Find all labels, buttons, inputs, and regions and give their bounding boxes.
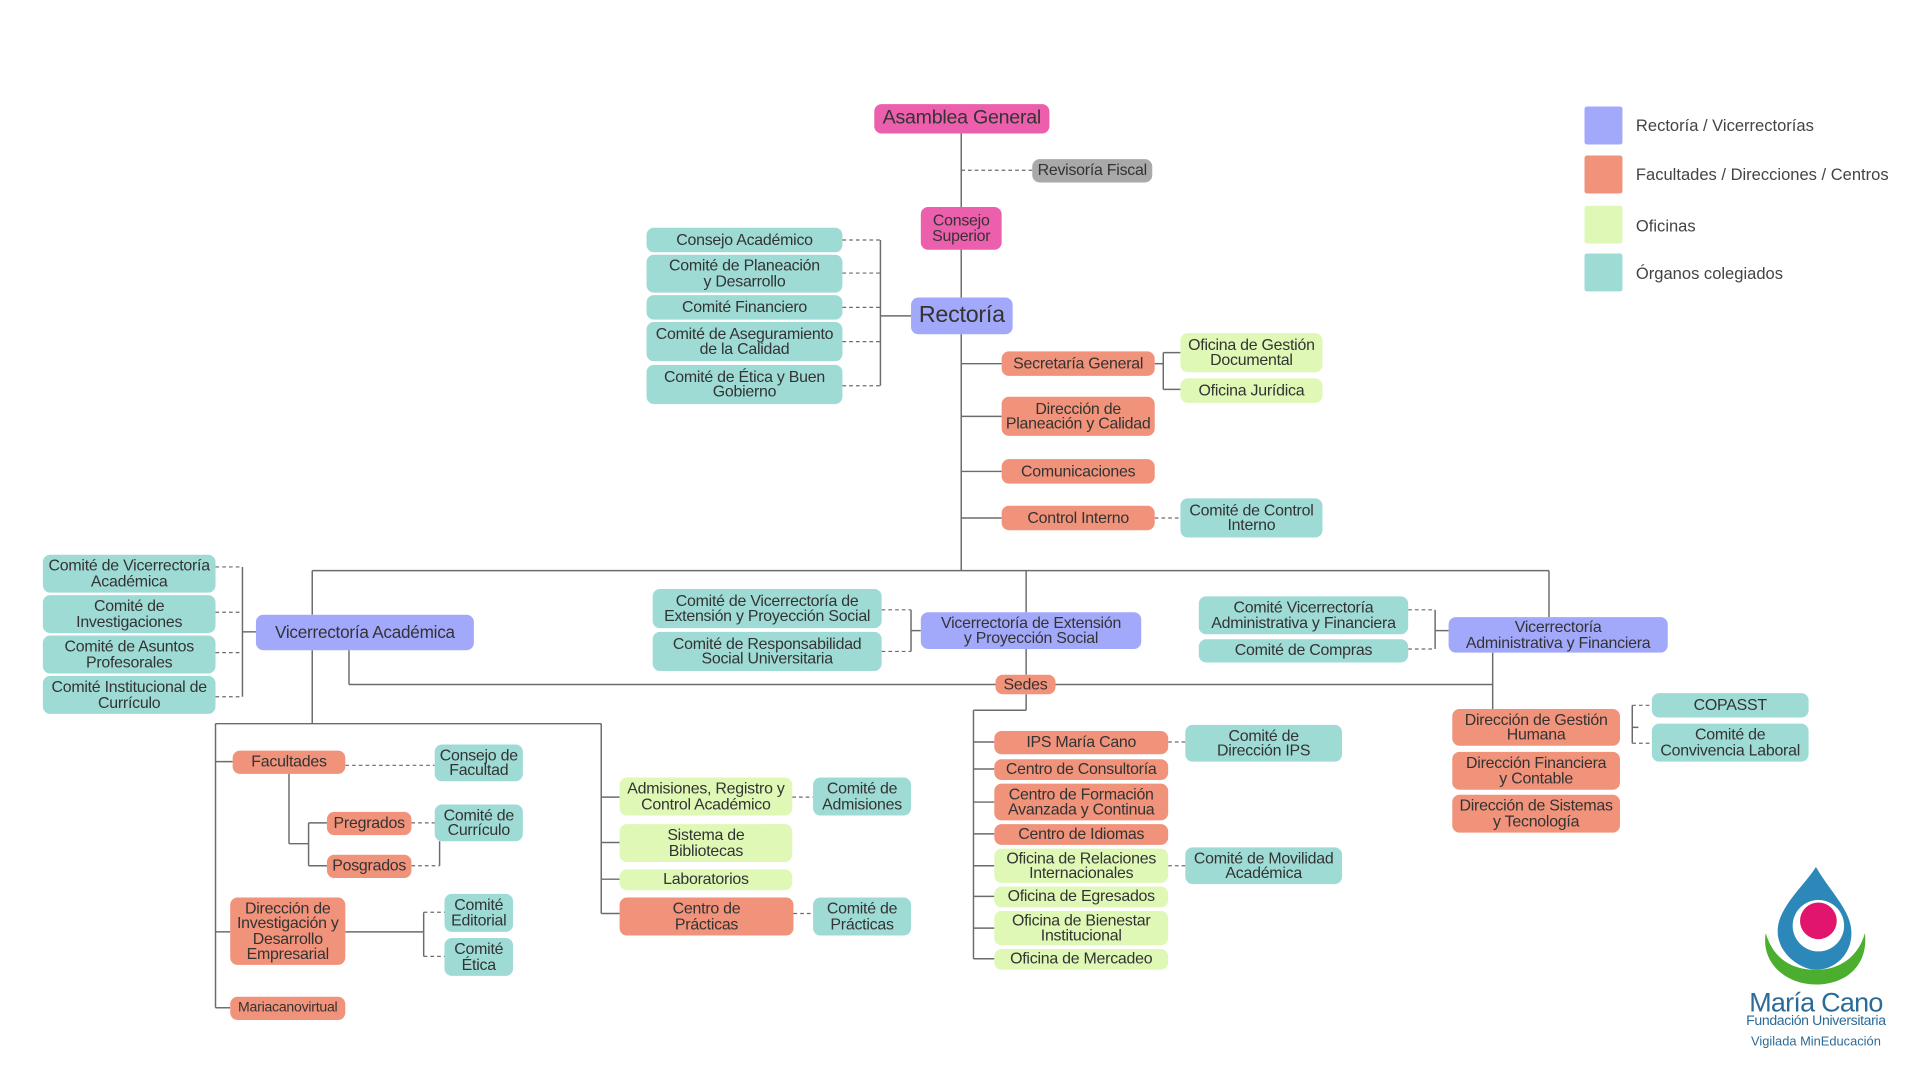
legend-label-rectoria: Rectoría / Vicerrectorías xyxy=(1635,116,1814,135)
copasst: COPASST xyxy=(1651,693,1809,718)
comite-direccion-ips: Comité de Dirección IPS xyxy=(1185,724,1343,762)
comite-admisiones: Comité de Admisiones xyxy=(813,777,912,816)
comite-asuntos-profesorales: Comité de Asuntos Profesorales xyxy=(42,635,216,674)
rectoria: Rectoría xyxy=(911,297,1013,335)
comite-convivencia-laboral: Comité de Convivencia Laboral xyxy=(1651,723,1809,762)
legend-label-oficinas: Oficinas xyxy=(1635,216,1696,236)
consejo-academico: Consejo Académico xyxy=(646,227,843,253)
logo-tagline: Vigilada MinEducación xyxy=(1750,1034,1881,1050)
legend-swatch-facultades xyxy=(1584,155,1623,194)
comite-curriculo: Comité de Currículo xyxy=(434,804,523,842)
direccion-investigacion: Dirección de Investigación y Desarrollo … xyxy=(230,897,346,965)
oficina-gestion-documental: Oficina de Gestión Documental xyxy=(1180,333,1323,373)
logo-subtitle: Fundación Universitaria xyxy=(1746,1013,1886,1029)
consejo-facultad: Consejo de Facultad xyxy=(434,744,523,782)
oficina-juridica: Oficina Jurídica xyxy=(1180,378,1323,403)
direccion-gestion-humana: Dirección de Gestión Humana xyxy=(1452,708,1621,746)
comite-movilidad-academica: Comité de Movilidad Académica xyxy=(1185,847,1343,885)
admisiones-registro: Admisiones, Registro y Control Académico xyxy=(619,777,793,816)
comite-responsabilidad-social: Comité de Responsabilidad Social Univers… xyxy=(652,631,882,672)
comite-editorial: Comité Editorial xyxy=(444,893,514,932)
comite-compras: Comité de Compras xyxy=(1198,639,1409,663)
comite-vicerrectoria-extension: Comité de Vicerrectoría de Extensión y P… xyxy=(652,588,882,629)
centro-practicas: Centro de Prácticas xyxy=(619,897,794,936)
comite-vicerrectoria-administrativa: Comité Vicerrectoría Administrativa y Fi… xyxy=(1198,596,1409,635)
legend-swatch-organos xyxy=(1584,253,1623,292)
legend-label-organos: Órganos colegiados xyxy=(1635,264,1783,283)
pregrados: Pregrados xyxy=(326,811,412,836)
consejo-superior: Consejo Superior xyxy=(920,206,1002,250)
logo-name: María Cano xyxy=(1749,986,1883,1018)
oficina-bienestar-institucional: Oficina de Bienestar Institucional xyxy=(994,911,1169,946)
centro-consultoria: Centro de Consultoría xyxy=(994,759,1169,781)
comite-control-interno: Comité de Control Interno xyxy=(1180,498,1323,538)
asamblea-general: Asamblea General xyxy=(874,104,1050,134)
facultades: Facultades xyxy=(232,750,346,774)
comite-investigaciones: Comité de Investigaciones xyxy=(42,595,216,634)
control-interno: Control Interno xyxy=(1001,505,1155,531)
legend-swatch-rectoria xyxy=(1584,106,1623,145)
comunicaciones: Comunicaciones xyxy=(1001,459,1155,484)
centro-idiomas: Centro de Idiomas xyxy=(994,824,1169,845)
legend-swatch-oficinas xyxy=(1584,205,1623,244)
comite-planeacion-desarrollo: Comité de Planeación y Desarrollo xyxy=(646,254,843,293)
secretaria-general: Secretaría General xyxy=(1001,351,1155,376)
maria-cano-logo-icon xyxy=(1765,866,1866,985)
comite-etica-buen-gobierno: Comité de Ética y Buen Gobierno xyxy=(646,364,843,405)
oficina-egresados: Oficina de Egresados xyxy=(994,886,1169,908)
comite-institucional-curriculo: Comité Institucional de Currículo xyxy=(42,675,216,714)
sedes: Sedes xyxy=(995,674,1056,695)
comite-vicerrectoria-academica: Comité de Vicerrectoría Académica xyxy=(42,554,216,593)
posgrados: Posgrados xyxy=(326,854,412,878)
direccion-financiera-contable: Dirección Financiera y Contable xyxy=(1452,751,1621,790)
direccion-sistemas-tecnologia: Dirección de Sistemas y Tecnología xyxy=(1452,794,1621,833)
comite-practicas: Comité de Prácticas xyxy=(813,897,912,936)
vicerrectoria-administrativa: Vicerrectoría Administrativa y Financier… xyxy=(1448,617,1668,653)
vicerrectoria-extension: Vicerrectoría de Extensión y Proyección … xyxy=(920,612,1142,649)
mariacanovirtual: Mariacanovirtual xyxy=(230,996,346,1021)
vicerrectoria-academica: Vicerrectoría Académica xyxy=(255,614,474,651)
oficina-relaciones-internacionales: Oficina de Relaciones Internacionales xyxy=(994,848,1169,883)
laboratorios: Laboratorios xyxy=(619,869,793,891)
revisoria-fiscal: Revisoría Fiscal xyxy=(1032,159,1153,183)
sistema-bibliotecas: Sistema de Bibliotecas xyxy=(619,824,793,863)
oficina-mercadeo: Oficina de Mercadeo xyxy=(994,948,1169,970)
ips-maria-cano: IPS María Cano xyxy=(994,731,1169,755)
centro-formacion-avanzada: Centro de Formación Avanzada y Continua xyxy=(994,783,1169,821)
comite-aseguramiento-calidad: Comité de Aseguramiento de la Calidad xyxy=(646,322,843,362)
legend-label-facultades: Facultades / Direcciones / Centros xyxy=(1635,165,1889,184)
direccion-planeacion-calidad: Dirección de Planeación y Calidad xyxy=(1001,396,1155,436)
comite-etica: Comité Ética xyxy=(444,937,514,976)
comite-financiero: Comité Financiero xyxy=(646,295,843,320)
